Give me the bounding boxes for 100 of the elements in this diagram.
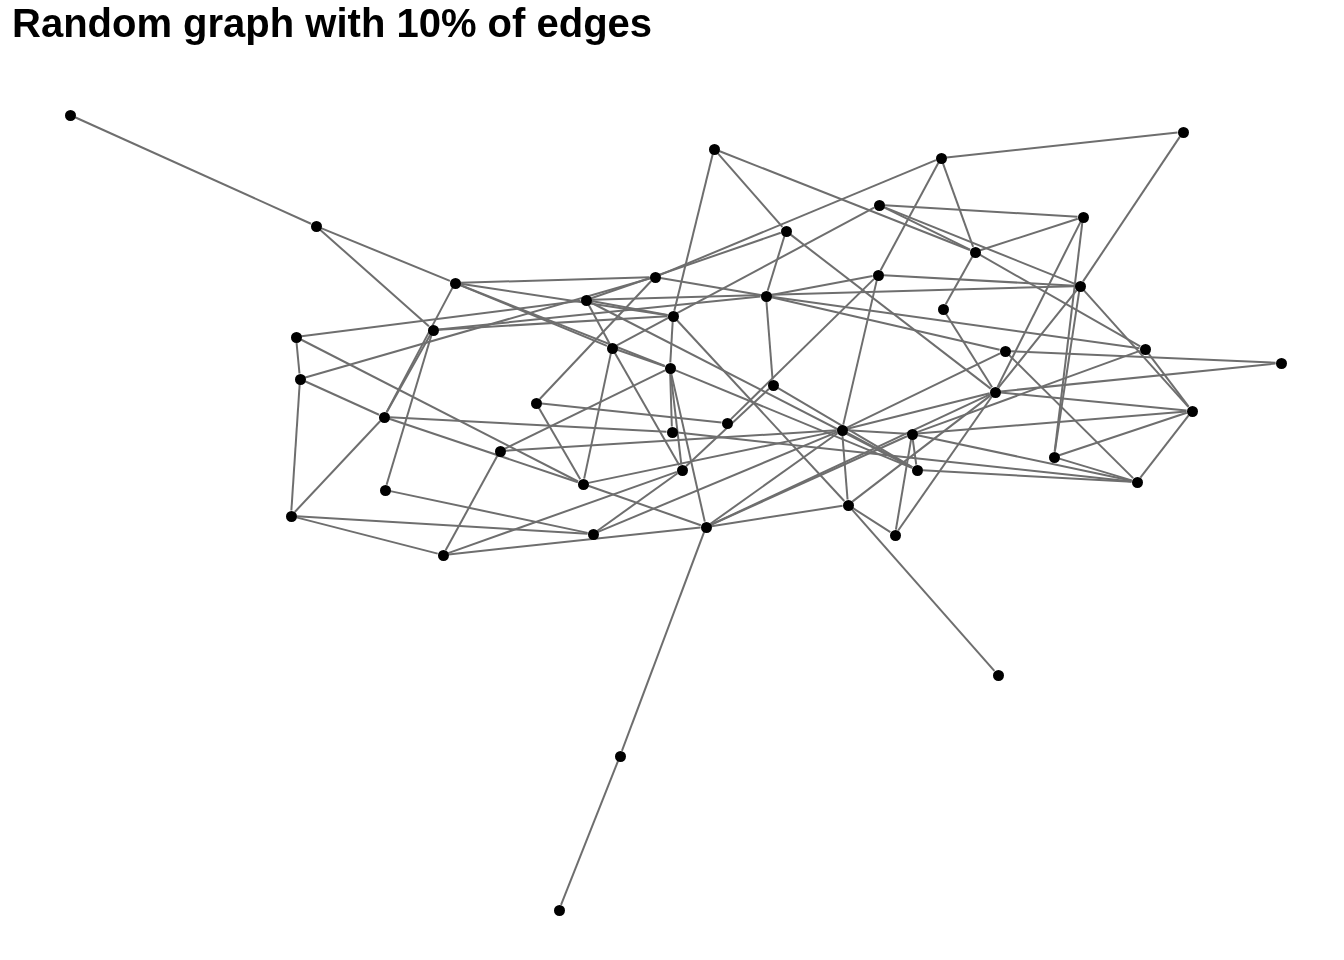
edge-line [894, 438, 913, 531]
graph-vertex [999, 345, 1011, 357]
edge-line [299, 338, 580, 483]
edge-line [845, 431, 914, 469]
edge-line [504, 429, 838, 452]
edge-line [675, 319, 846, 502]
edge-line [293, 420, 382, 513]
edge-line [669, 372, 683, 466]
graph-vertex [1131, 476, 1143, 488]
edge-line [729, 277, 876, 421]
graph-vertex [992, 669, 1004, 681]
graph-vertex [780, 225, 792, 237]
edge-line [587, 303, 611, 345]
edge-line [710, 504, 844, 528]
edge-line [596, 472, 679, 532]
edge-line [388, 417, 579, 484]
edge-line [1053, 221, 1084, 453]
edge-line [669, 320, 674, 364]
edge-line [911, 438, 918, 466]
graph-vertex [1077, 211, 1089, 223]
edge-line [385, 334, 433, 486]
edge-line [1082, 135, 1181, 283]
edge-line [459, 276, 651, 284]
edge-line [1009, 350, 1277, 364]
graph-vertex [721, 417, 733, 429]
edge-line [1139, 414, 1190, 479]
edge-line [615, 206, 876, 347]
graph-vertex [64, 109, 76, 121]
edge-line [944, 255, 974, 306]
graph-vertex [294, 373, 306, 385]
edge-line [709, 432, 839, 525]
edge-line [447, 470, 678, 555]
graph-vertex [449, 277, 461, 289]
graph-vertex [666, 426, 678, 438]
edge-line [385, 333, 432, 414]
edge-line [295, 341, 301, 375]
graph-vertex [494, 445, 506, 457]
edge-line [538, 280, 653, 400]
edge-line [503, 369, 667, 450]
edge-line [537, 406, 582, 481]
edge-line [673, 153, 714, 312]
edge-line [590, 231, 782, 300]
graph-vertex [873, 199, 885, 211]
graph-vertex [911, 464, 923, 476]
graph-vertex [767, 379, 779, 391]
edge-line [659, 276, 762, 297]
edge-line [300, 299, 582, 338]
edge-line [851, 394, 992, 503]
edge-line [437, 295, 762, 331]
graph-vertex [553, 904, 565, 916]
graph-vertex [667, 310, 679, 322]
edge-line [845, 352, 1002, 429]
graph-vertex [378, 411, 390, 423]
edge-line [882, 274, 1076, 287]
graph-vertex [969, 246, 981, 258]
edge-line [999, 362, 1277, 393]
graph-vertex [285, 510, 297, 522]
edge-line [616, 348, 666, 368]
edge-line [74, 116, 312, 225]
edge-line [916, 410, 1188, 435]
graph-vertex [664, 362, 676, 374]
edge-line [685, 387, 770, 468]
edge-line [846, 429, 908, 435]
edge-line [997, 289, 1078, 389]
edge-line [765, 300, 774, 381]
graph-vertex [1074, 280, 1086, 292]
graph-vertex [614, 750, 626, 762]
graph-vertex [310, 220, 322, 232]
edge-line [921, 469, 1133, 483]
graph-vertex [1177, 126, 1189, 138]
edge-line [1007, 353, 1135, 480]
graph-vertex [889, 529, 901, 541]
edge-line [1082, 289, 1190, 408]
edge-line [944, 312, 994, 389]
graph-vertex [842, 499, 854, 511]
edge-line [841, 434, 849, 501]
edge-line [674, 369, 913, 469]
edge-line [766, 235, 786, 292]
graph-vertex [649, 271, 661, 283]
edge-line [999, 391, 1188, 412]
graph-vertex [587, 528, 599, 540]
edge-line [320, 227, 451, 282]
edge-line [389, 490, 589, 534]
graph-vertex [437, 549, 449, 561]
edge-line [718, 150, 971, 251]
edge-line [996, 220, 1082, 389]
graph-vertex [1139, 343, 1151, 355]
edge-line [613, 351, 681, 467]
edge-line [437, 315, 669, 331]
edge-line [459, 284, 666, 367]
edge-line [590, 300, 669, 316]
graph-vertex [1186, 405, 1198, 417]
graph-vertex [700, 521, 712, 533]
edge-line [770, 295, 1141, 350]
edge-line [304, 380, 380, 416]
chart-title: Random graph with 10% of edges [12, 0, 653, 46]
edge-line [846, 392, 991, 430]
edge-line [789, 233, 992, 390]
edge-line [295, 515, 589, 535]
edge-line [979, 217, 1079, 252]
